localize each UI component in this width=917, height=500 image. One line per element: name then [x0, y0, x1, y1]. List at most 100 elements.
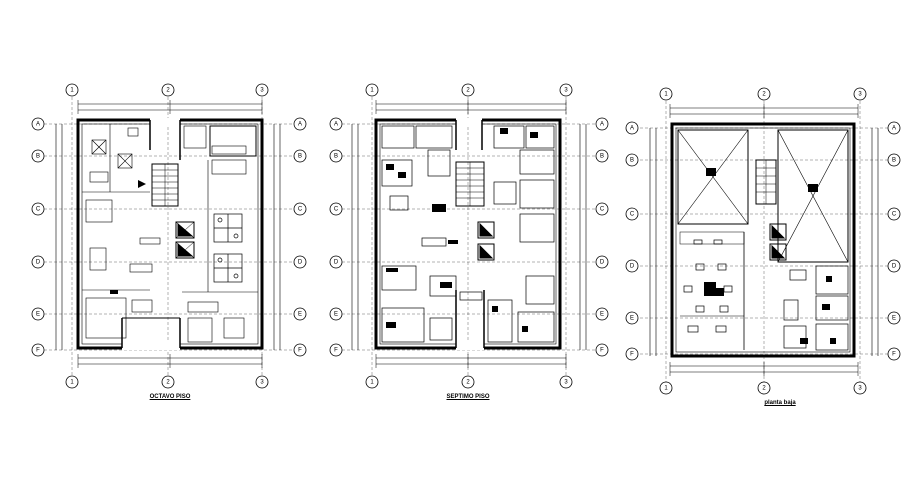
plan-octavo	[44, 97, 298, 378]
svg-text:1: 1	[70, 380, 74, 386]
svg-text:2: 2	[762, 386, 766, 392]
grid-bubble-octavo-row-right-D: D	[293, 255, 307, 269]
grid-bubble-septimo-row-right-D: D	[595, 255, 609, 269]
grid-bubble-octavo-col-top-1: 1	[65, 83, 79, 97]
grid-bubble-septimo-row-right-B: B	[595, 149, 609, 163]
svg-text:B: B	[892, 158, 896, 164]
svg-text:C: C	[36, 207, 41, 213]
svg-text:2: 2	[762, 92, 766, 98]
grid-bubble-baja-col-top-2: 2	[757, 87, 771, 101]
plan-title-septimo: SEPTIMO PISO	[446, 394, 490, 400]
grid-bubble-octavo-col-top-3: 3	[255, 83, 269, 97]
svg-text:2: 2	[166, 88, 170, 94]
svg-text:A: A	[892, 126, 896, 132]
svg-text:A: A	[334, 122, 338, 128]
svg-text:B: B	[630, 158, 634, 164]
svg-text:1: 1	[664, 386, 668, 392]
grid-bubble-baja-row-left-A: A	[625, 121, 639, 135]
svg-text:3: 3	[564, 88, 568, 94]
grid-bubble-septimo-row-right-A: A	[595, 117, 609, 131]
grid-bubble-baja-col-top-3: 3	[853, 87, 867, 101]
svg-text:3: 3	[858, 386, 862, 392]
svg-text:A: A	[36, 122, 40, 128]
grid-bubble-septimo-row-right-C: C	[595, 202, 609, 216]
svg-text:D: D	[36, 260, 41, 266]
grid-bubble-octavo-col-bottom-2: 2	[161, 375, 175, 389]
grid-bubble-septimo-col-bottom-3: 3	[559, 375, 573, 389]
svg-text:F: F	[36, 348, 40, 354]
grid-bubble-baja-col-bottom-1: 1	[659, 381, 673, 395]
svg-text:E: E	[334, 312, 338, 318]
svg-text:3: 3	[260, 88, 264, 94]
grid-bubble-septimo-row-left-B: B	[329, 149, 343, 163]
svg-text:D: D	[600, 260, 605, 266]
svg-text:3: 3	[260, 380, 264, 386]
grid-bubble-octavo-row-right-B: B	[293, 149, 307, 163]
grid-bubble-septimo-row-left-E: E	[329, 307, 343, 321]
grid-bubble-septimo-col-top-2: 2	[461, 83, 475, 97]
svg-text:F: F	[630, 352, 634, 358]
svg-text:E: E	[600, 312, 604, 318]
grid-bubble-octavo-col-top-2: 2	[161, 83, 175, 97]
svg-text:F: F	[600, 348, 604, 354]
svg-text:C: C	[600, 207, 605, 213]
plan-septimo	[342, 97, 602, 378]
grid-bubble-septimo-row-left-F: F	[329, 343, 343, 357]
svg-text:B: B	[600, 154, 604, 160]
plan-title-octavo: OCTAVO PISO	[149, 394, 191, 400]
svg-text:A: A	[630, 126, 634, 132]
svg-text:1: 1	[370, 88, 374, 94]
svg-text:D: D	[892, 264, 897, 270]
svg-text:B: B	[334, 154, 338, 160]
svg-text:E: E	[892, 316, 896, 322]
grid-bubble-baja-row-left-E: E	[625, 311, 639, 325]
grid-bubble-baja-col-top-1: 1	[659, 87, 673, 101]
svg-text:E: E	[630, 316, 634, 322]
grid-bubble-octavo-row-right-E: E	[293, 307, 307, 321]
grid-bubble-baja-row-right-F: F	[887, 347, 901, 361]
svg-text:C: C	[298, 207, 303, 213]
grid-bubble-octavo-row-left-D: D	[31, 255, 45, 269]
svg-text:C: C	[630, 212, 635, 218]
svg-text:D: D	[630, 264, 635, 270]
svg-text:F: F	[892, 352, 896, 358]
grid-bubble-baja-row-left-F: F	[625, 347, 639, 361]
grid-bubble-septimo-col-bottom-1: 1	[365, 375, 379, 389]
grid-bubble-septimo-row-right-E: E	[595, 307, 609, 321]
grid-bubble-baja-row-right-A: A	[887, 121, 901, 135]
grid-bubble-septimo-col-bottom-2: 2	[461, 375, 475, 389]
grid-bubble-septimo-row-left-D: D	[329, 255, 343, 269]
grid-bubble-septimo-col-top-3: 3	[559, 83, 573, 97]
svg-text:2: 2	[466, 380, 470, 386]
grid-bubble-baja-col-bottom-3: 3	[853, 381, 867, 395]
svg-text:A: A	[600, 122, 604, 128]
grid-bubble-octavo-row-right-C: C	[293, 202, 307, 216]
grid-bubble-baja-row-left-D: D	[625, 259, 639, 273]
grid-bubble-baja-row-right-B: B	[887, 153, 901, 167]
grid-bubble-octavo-row-left-A: A	[31, 117, 45, 131]
grid-bubble-octavo-col-bottom-3: 3	[255, 375, 269, 389]
grid-bubble-baja-row-right-D: D	[887, 259, 901, 273]
svg-text:1: 1	[370, 380, 374, 386]
grid-bubble-baja-row-left-B: B	[625, 153, 639, 167]
svg-text:1: 1	[70, 88, 74, 94]
plan-baja	[640, 101, 894, 386]
grid-bubble-octavo-row-left-E: E	[31, 307, 45, 321]
svg-text:3: 3	[858, 92, 862, 98]
grid-bubble-baja-row-left-C: C	[625, 207, 639, 221]
svg-text:D: D	[298, 260, 303, 266]
grid-bubble-septimo-col-top-1: 1	[365, 83, 379, 97]
svg-text:A: A	[298, 122, 302, 128]
svg-text:F: F	[334, 348, 338, 354]
grid-bubble-baja-col-bottom-2: 2	[757, 381, 771, 395]
svg-text:D: D	[334, 260, 339, 266]
svg-text:2: 2	[466, 88, 470, 94]
grid-bubble-octavo-row-right-A: A	[293, 117, 307, 131]
svg-text:C: C	[334, 207, 339, 213]
svg-text:E: E	[298, 312, 302, 318]
svg-text:2: 2	[166, 380, 170, 386]
svg-text:B: B	[298, 154, 302, 160]
svg-text:C: C	[892, 212, 897, 218]
